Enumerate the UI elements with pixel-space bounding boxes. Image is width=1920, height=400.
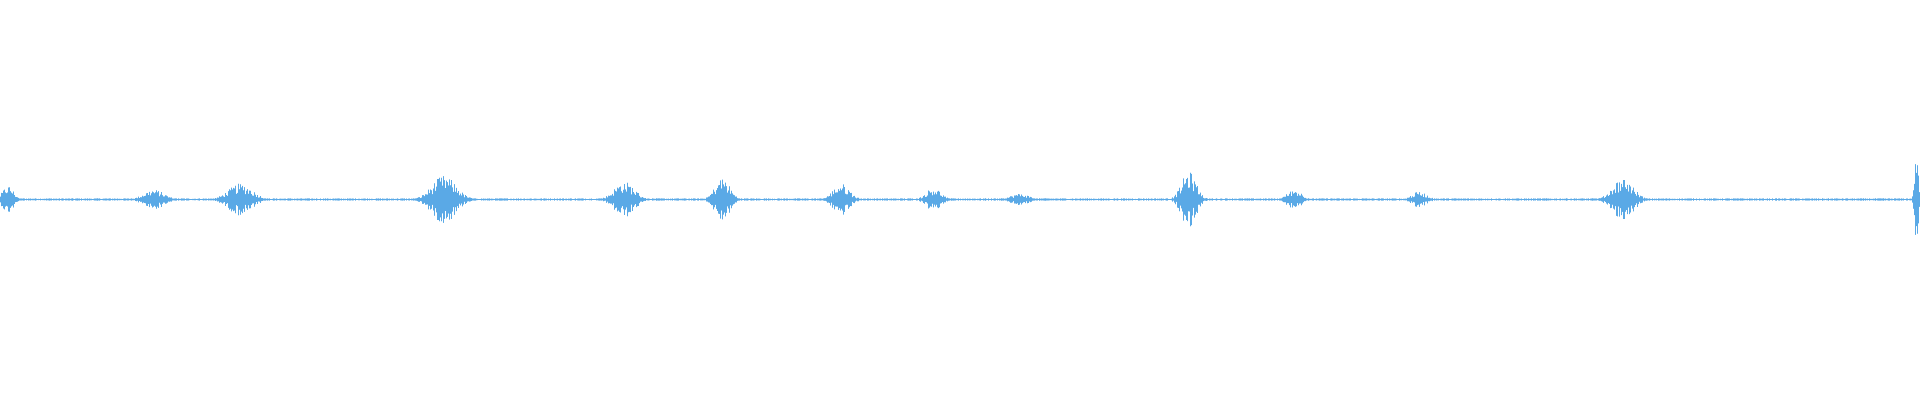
waveform-trace [0, 164, 1920, 235]
waveform-samples [0, 164, 1920, 235]
